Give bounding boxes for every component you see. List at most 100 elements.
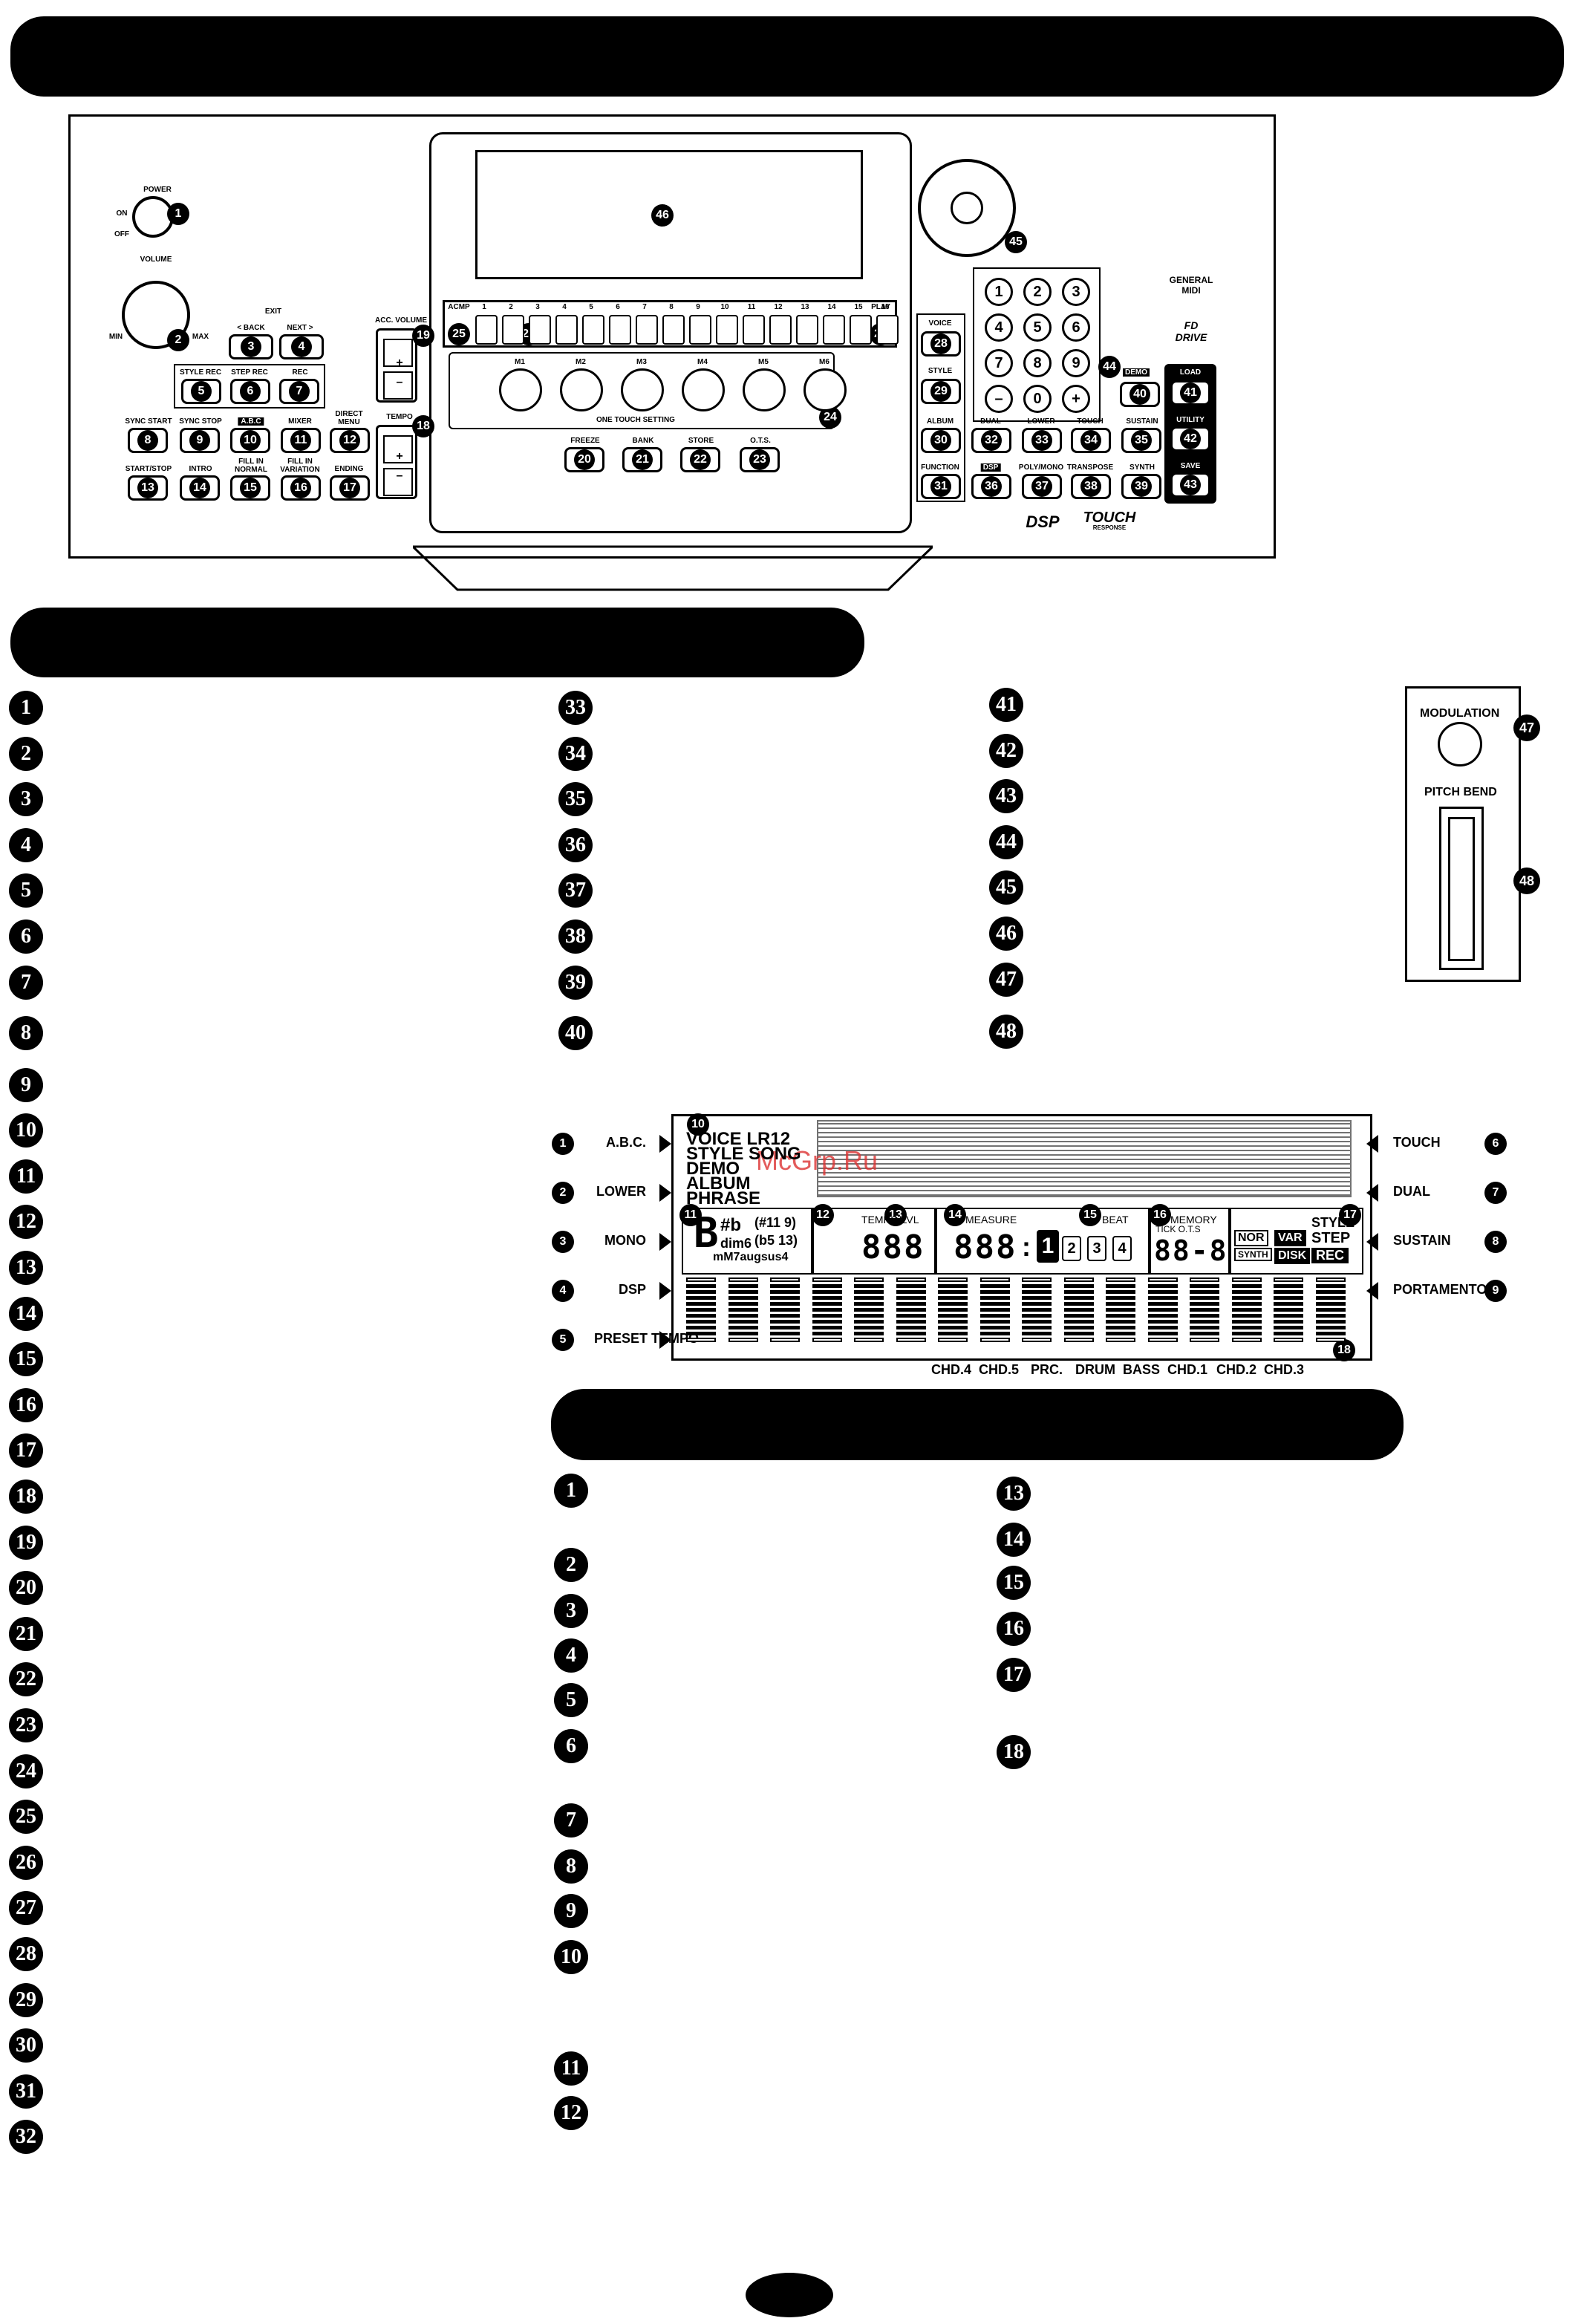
- keypad-key-minus[interactable]: –: [985, 385, 1013, 413]
- track-button-8[interactable]: [662, 315, 685, 345]
- lcd-mode-1: VOICE LR12: [686, 1129, 791, 1149]
- keypad-key-5[interactable]: 5: [1023, 313, 1052, 342]
- style-button[interactable]: 29: [921, 379, 961, 404]
- keypad-key-6[interactable]: 6: [1062, 313, 1090, 342]
- direct-menu-button[interactable]: 12: [330, 428, 370, 453]
- intro-button[interactable]: 14: [180, 475, 220, 501]
- lower-button[interactable]: 33: [1022, 428, 1062, 453]
- lcd-memory-box: [1150, 1208, 1230, 1275]
- step-rec-button[interactable]: 6: [230, 379, 270, 404]
- sustain-button[interactable]: 35: [1121, 428, 1161, 453]
- track-button-4[interactable]: [555, 315, 578, 345]
- list-number-13: 13: [9, 1251, 43, 1285]
- next-button[interactable]: 4: [279, 334, 324, 359]
- fill-normal-button[interactable]: 15: [230, 475, 270, 501]
- touch-button[interactable]: 34: [1071, 428, 1111, 453]
- callout-1: 1: [167, 203, 189, 225]
- track-button-1[interactable]: [475, 315, 498, 345]
- keypad-key-1[interactable]: 1: [985, 278, 1013, 306]
- synth-button[interactable]: 39: [1121, 474, 1161, 499]
- rec-button[interactable]: 7: [279, 379, 319, 404]
- track-button-13[interactable]: [796, 315, 818, 345]
- channel-label-4: DRUM: [1075, 1362, 1115, 1377]
- list-number-37: 37: [558, 873, 593, 908]
- acc-volume-up[interactable]: [383, 339, 413, 367]
- track-button-3[interactable]: [529, 315, 551, 345]
- ending-button[interactable]: 17: [330, 475, 370, 501]
- track-number-7: 7: [642, 303, 647, 311]
- power-knob[interactable]: [132, 196, 174, 238]
- track-button-10[interactable]: [716, 315, 738, 345]
- modulation-wheel[interactable]: [1438, 722, 1482, 766]
- ots-button[interactable]: 23: [740, 447, 780, 472]
- memory-button-3[interactable]: [621, 368, 664, 411]
- tempo-down[interactable]: [383, 468, 413, 496]
- lcd-list-number-18: 18: [997, 1735, 1031, 1769]
- volume-knob[interactable]: [122, 281, 190, 349]
- tempo-up[interactable]: [383, 435, 413, 463]
- function-button[interactable]: 31: [921, 474, 961, 499]
- track-button-16[interactable]: [876, 315, 899, 345]
- track-button-11[interactable]: [743, 315, 765, 345]
- start-stop-button[interactable]: 13: [128, 475, 168, 501]
- keypad-key-3[interactable]: 3: [1062, 278, 1090, 306]
- dsp-button[interactable]: 36: [971, 474, 1011, 499]
- voice-button[interactable]: 28: [921, 331, 961, 357]
- track-button-9[interactable]: [689, 315, 711, 345]
- back-button[interactable]: 3: [229, 334, 273, 359]
- load-button[interactable]: 41: [1170, 380, 1210, 406]
- memory-button-5[interactable]: [743, 368, 786, 411]
- store-button[interactable]: 22: [680, 447, 720, 472]
- keypad-key-4[interactable]: 4: [985, 313, 1013, 342]
- style-rec-button[interactable]: 5: [181, 379, 221, 404]
- acc-volume-rocker[interactable]: [376, 328, 417, 403]
- lcd-right-dot-8: 8: [1484, 1231, 1507, 1253]
- save-button[interactable]: 43: [1170, 472, 1210, 498]
- watermark: McGrp.Ru: [756, 1145, 878, 1176]
- transpose-button[interactable]: 38: [1071, 474, 1111, 499]
- callout-40: 40: [1129, 384, 1150, 405]
- freeze-button[interactable]: 20: [564, 447, 604, 472]
- mixer-button[interactable]: 11: [281, 428, 321, 453]
- fill-variation-button[interactable]: 16: [281, 475, 321, 501]
- memory-button-4[interactable]: [682, 368, 725, 411]
- level-meter-14: [1231, 1277, 1262, 1344]
- callout-3: 3: [241, 336, 261, 357]
- lcd-mode-2: STYLE SONG: [686, 1144, 801, 1164]
- track-button-7[interactable]: [636, 315, 658, 345]
- track-button-12[interactable]: [769, 315, 792, 345]
- keypad-key-plus[interactable]: +: [1062, 385, 1090, 413]
- memory-button-2[interactable]: [560, 368, 603, 411]
- track-button-6[interactable]: [609, 315, 631, 345]
- keypad-key-7[interactable]: 7: [985, 349, 1013, 377]
- bank-button[interactable]: 21: [622, 447, 662, 472]
- album-button[interactable]: 30: [921, 428, 961, 453]
- track-button-2[interactable]: [502, 315, 524, 345]
- pitch-bend-wheel[interactable]: [1448, 817, 1475, 961]
- tempo-rocker[interactable]: [376, 425, 417, 499]
- utility-button[interactable]: 42: [1170, 426, 1210, 452]
- keypad-key-0[interactable]: 0: [1023, 385, 1052, 413]
- level-meter-9: [1022, 1277, 1052, 1344]
- track-button-15[interactable]: [850, 315, 872, 345]
- list-number-48: 48: [989, 1014, 1023, 1049]
- track-button-14[interactable]: [823, 315, 845, 345]
- acc-volume-down[interactable]: [383, 371, 413, 400]
- demo-button[interactable]: 40: [1120, 382, 1160, 407]
- track-button-5[interactable]: [582, 315, 604, 345]
- abc-button[interactable]: 10: [230, 428, 270, 453]
- lcd-list-number-16: 16: [997, 1612, 1031, 1646]
- dual-button[interactable]: 32: [971, 428, 1011, 453]
- poly-mono-button[interactable]: 37: [1022, 474, 1062, 499]
- lcd-left-arrow-1: [659, 1135, 671, 1153]
- keypad-key-8[interactable]: 8: [1023, 349, 1052, 377]
- sync-start-button[interactable]: 8: [128, 428, 168, 453]
- memory-button-6[interactable]: [803, 368, 847, 411]
- sync-stop-button[interactable]: 9: [180, 428, 220, 453]
- keypad-key-2[interactable]: 2: [1023, 278, 1052, 306]
- memory-button-1[interactable]: [499, 368, 542, 411]
- track-number-15: 15: [854, 303, 863, 311]
- list-number-7: 7: [9, 965, 43, 1000]
- keypad-key-9[interactable]: 9: [1062, 349, 1090, 377]
- measure-digits: 888: [954, 1228, 1017, 1266]
